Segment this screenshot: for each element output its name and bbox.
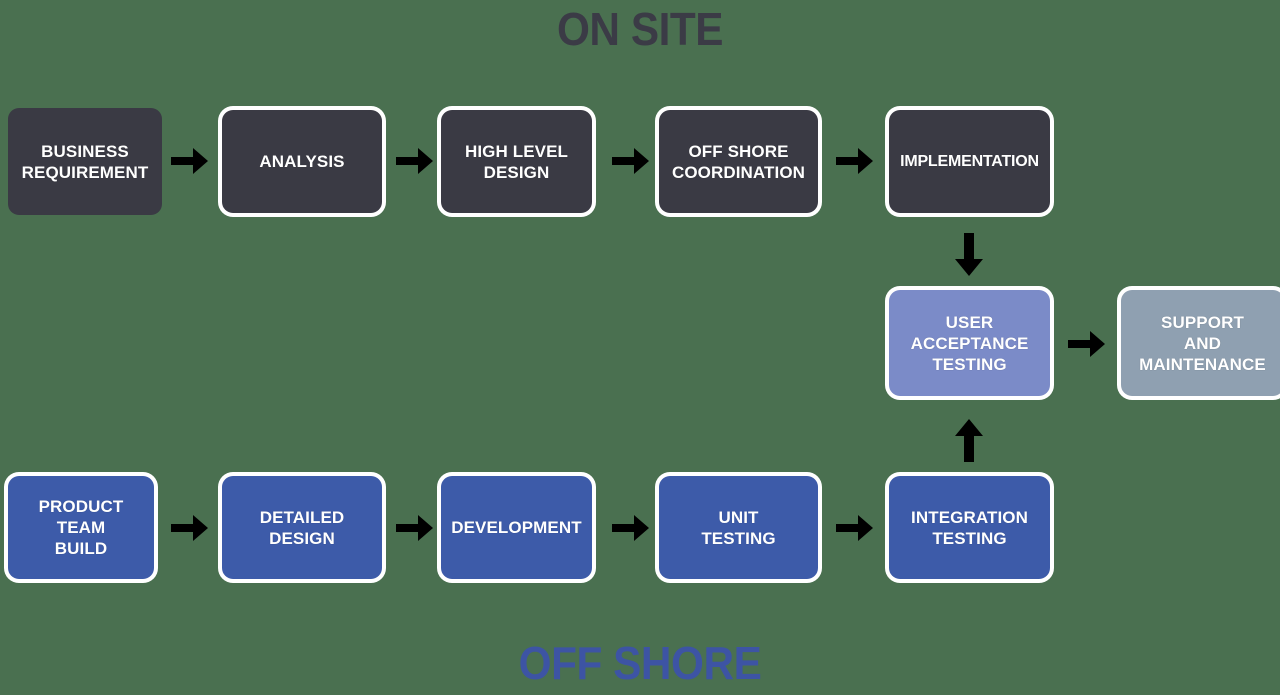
arrow-analysis-to-high-level-design bbox=[396, 146, 434, 176]
node-label-line2: TESTING bbox=[701, 528, 776, 548]
node-product-team-build[interactable]: PRODUCT TEAM BUILD bbox=[8, 476, 154, 579]
arrow-user-acceptance-testing-to-support-and-maintenance bbox=[1068, 329, 1106, 359]
node-implementation[interactable]: IMPLEMENTATION bbox=[889, 110, 1050, 213]
arrow-detailed-design-to-development bbox=[396, 513, 434, 543]
node-label-line1: BUSINESS bbox=[41, 141, 129, 161]
arrow-high-level-design-to-off-shore-coordination bbox=[612, 146, 650, 176]
node-label: ANALYSIS bbox=[259, 152, 345, 171]
node-label: IMPLEMENTATION bbox=[900, 153, 1039, 170]
arrow-business-requirement-to-analysis bbox=[171, 146, 209, 176]
node-label-line1: PRODUCT bbox=[38, 497, 124, 516]
node-label: DEVELOPMENT bbox=[451, 518, 582, 537]
section-title-off-shore: OFF SHORE bbox=[518, 637, 762, 689]
node-label-line2: ACCEPTANCE bbox=[910, 333, 1029, 353]
node-label-line1: HIGH LEVEL bbox=[464, 141, 568, 161]
node-label-line1: INTEGRATION bbox=[911, 507, 1028, 527]
arrow-product-team-build-to-detailed-design bbox=[171, 513, 209, 543]
arrow-implementation-to-user-acceptance-testing bbox=[953, 233, 985, 277]
node-label-line3: MAINTENANCE bbox=[1139, 354, 1266, 374]
node-label-line1: DETAILED bbox=[259, 507, 345, 527]
node-analysis[interactable]: ANALYSIS bbox=[222, 110, 382, 213]
node-label-line3: BUILD bbox=[54, 539, 108, 558]
arrow-integration-testing-to-user-acceptance-testing bbox=[953, 419, 985, 463]
section-title-on-site: ON SITE bbox=[556, 3, 724, 55]
node-label-line2: AND bbox=[1183, 333, 1222, 353]
node-development[interactable]: DEVELOPMENT bbox=[441, 476, 592, 579]
node-label-line2: DESIGN bbox=[483, 162, 550, 182]
arrow-off-shore-coordination-to-implementation bbox=[836, 146, 874, 176]
node-label: PRODUCT TEAM BUILD bbox=[12, 496, 150, 559]
node-label-line2: TESTING bbox=[932, 528, 1007, 548]
node-label-line1: USER bbox=[945, 312, 994, 332]
node-label-line1: UNIT bbox=[718, 507, 759, 527]
node-label-line2: REQUIREMENT bbox=[21, 162, 149, 182]
node-label-line2: TEAM bbox=[56, 518, 106, 537]
node-label-line1: OFF SHORE bbox=[688, 141, 789, 161]
arrow-unit-testing-to-integration-testing bbox=[836, 513, 874, 543]
node-label-line3: TESTING bbox=[932, 354, 1007, 374]
node-label-line2: DESIGN bbox=[269, 528, 335, 548]
arrow-development-to-unit-testing bbox=[612, 513, 650, 543]
node-label-line1: SUPPORT bbox=[1161, 312, 1244, 332]
node-label-line2: COORDINATION bbox=[671, 162, 806, 182]
